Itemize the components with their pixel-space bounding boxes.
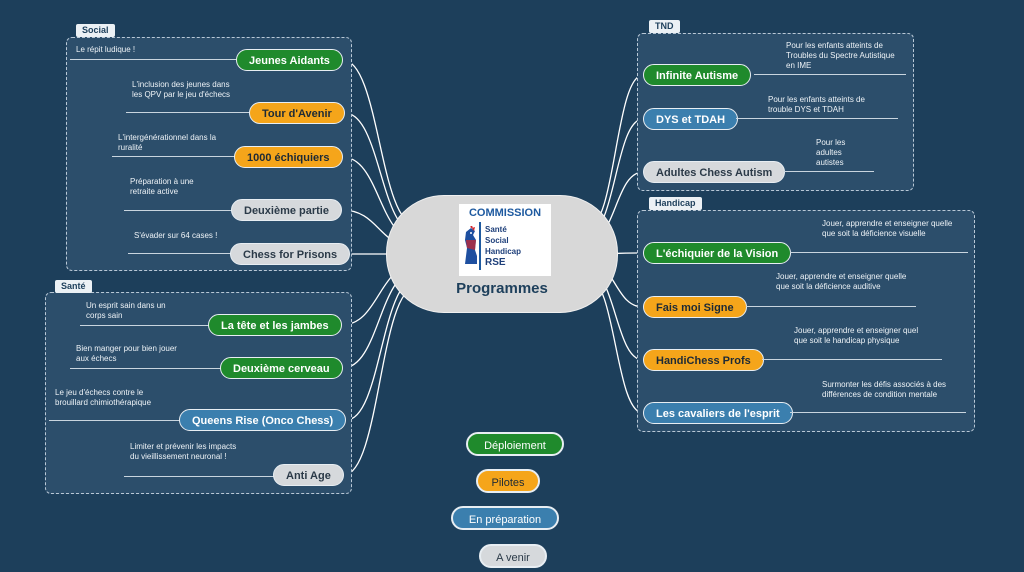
social-note-2: L'inclusion des jeunes dans les QPV par … <box>132 80 231 99</box>
node-dys-et-tdah[interactable]: DYS et TDAH <box>643 108 739 130</box>
handicap-note-3: Jouer, apprendre et enseigner quel que s… <box>794 326 919 345</box>
handicap-note-2: Jouer, apprendre et enseigner quelle que… <box>776 272 907 291</box>
central-node[interactable]: COMMISSION Santé Social Handicap RSE Pro… <box>386 195 618 313</box>
node-tour-d-avenir[interactable]: Tour d'Avenir <box>249 102 345 124</box>
node-fais-moi-signe[interactable]: Fais moi Signe <box>643 296 747 318</box>
node-deuxieme-cerveau[interactable]: Deuxième cerveau <box>220 357 343 379</box>
connector-node-queens-rise <box>346 278 417 421</box>
social-note-5: S'évader sur 64 cases ! <box>134 231 218 240</box>
handicap-group-tag: Handicap <box>649 197 702 210</box>
sante-underline-4 <box>124 476 276 477</box>
social-group-tag: Social <box>76 24 115 37</box>
node-adultes-chess-autism[interactable]: Adultes Chess Autism <box>643 161 786 183</box>
social-underline-2 <box>126 112 250 113</box>
sante-note-4: Limiter et prévenir les impacts du vieil… <box>130 442 237 461</box>
tnd-note-3: Pour les adultes autistes <box>816 138 846 167</box>
sante-note-3: Le jeu d'échecs contre le brouillard chi… <box>55 388 152 407</box>
rooster-icon <box>465 226 477 264</box>
node-chess-for-prisons[interactable]: Chess for Prisons <box>230 243 351 265</box>
node-1000-echiquiers[interactable]: 1000 échiquiers <box>234 146 343 168</box>
node-jeunes-aidants[interactable]: Jeunes Aidants <box>236 49 343 71</box>
sante-underline-3 <box>49 420 181 421</box>
logo-words: Santé Social Handicap RSE <box>485 224 521 268</box>
handicap-underline-1 <box>790 252 968 253</box>
sante-note-1: Un esprit sain dans un corps sain <box>86 301 166 320</box>
legend-en-preparation: En préparation <box>451 506 559 530</box>
node-deuxieme-partie[interactable]: Deuxième partie <box>231 199 342 221</box>
logo-bar <box>479 222 481 270</box>
social-underline-3 <box>112 156 236 157</box>
node-echiquier-de-la-vision[interactable]: L'échiquier de la Vision <box>643 242 792 264</box>
logo-word-rse: RSE <box>485 257 506 268</box>
node-la-tete-et-les-jambes[interactable]: La tête et les jambes <box>208 314 342 336</box>
handicap-underline-3 <box>762 359 942 360</box>
legend-a-venir: A venir <box>479 544 547 568</box>
social-underline-4 <box>124 210 234 211</box>
social-underline-1 <box>70 59 238 60</box>
node-anti-age[interactable]: Anti Age <box>273 464 344 486</box>
sante-underline-2 <box>70 368 222 369</box>
social-underline-5 <box>128 253 232 254</box>
social-note-1: Le répit ludique ! <box>76 45 136 54</box>
node-handichess-profs[interactable]: HandiChess Profs <box>643 349 764 371</box>
logo-word-sante: Santé <box>485 225 507 234</box>
tnd-note-2: Pour les enfants atteints de trouble DYS… <box>768 95 865 114</box>
logo-word-social: Social <box>485 236 509 245</box>
legend-deploiement: Déploiement <box>466 432 564 456</box>
tnd-note-1: Pour les enfants atteints de Troubles du… <box>786 41 895 70</box>
tnd-underline-3 <box>784 171 874 172</box>
logo-title: COMMISSION <box>468 207 542 219</box>
tnd-underline-2 <box>736 118 898 119</box>
tnd-group-tag: TND <box>649 20 680 33</box>
social-note-4: Préparation à une retraite active <box>130 177 194 196</box>
handicap-underline-2 <box>746 306 916 307</box>
handicap-note-1: Jouer, apprendre et enseigner quelle que… <box>822 219 953 238</box>
node-queens-rise[interactable]: Queens Rise (Onco Chess) <box>179 409 347 431</box>
connector-node-infinite-autisme <box>587 74 644 228</box>
tnd-underline-1 <box>754 74 906 75</box>
node-infinite-autisme[interactable]: Infinite Autisme <box>643 64 752 86</box>
logo-word-handicap: Handicap <box>485 247 522 256</box>
commission-logo: COMMISSION Santé Social Handicap RSE <box>459 204 551 276</box>
handicap-note-4: Surmonter les défis associés à des diffé… <box>822 380 947 399</box>
connector-node-anti-age <box>343 286 417 476</box>
social-note-3: L'intergénérationnel dans la ruralité <box>118 133 217 152</box>
sante-underline-1 <box>80 325 210 326</box>
sante-group-tag: Santé <box>55 280 92 293</box>
sante-note-2: Bien manger pour bien jouer aux échecs <box>76 344 177 363</box>
node-les-cavaliers-de-l-esprit[interactable]: Les cavaliers de l'esprit <box>643 402 793 424</box>
handicap-underline-4 <box>790 412 966 413</box>
legend-pilotes: Pilotes <box>476 469 540 493</box>
central-label: Programmes <box>456 280 548 297</box>
